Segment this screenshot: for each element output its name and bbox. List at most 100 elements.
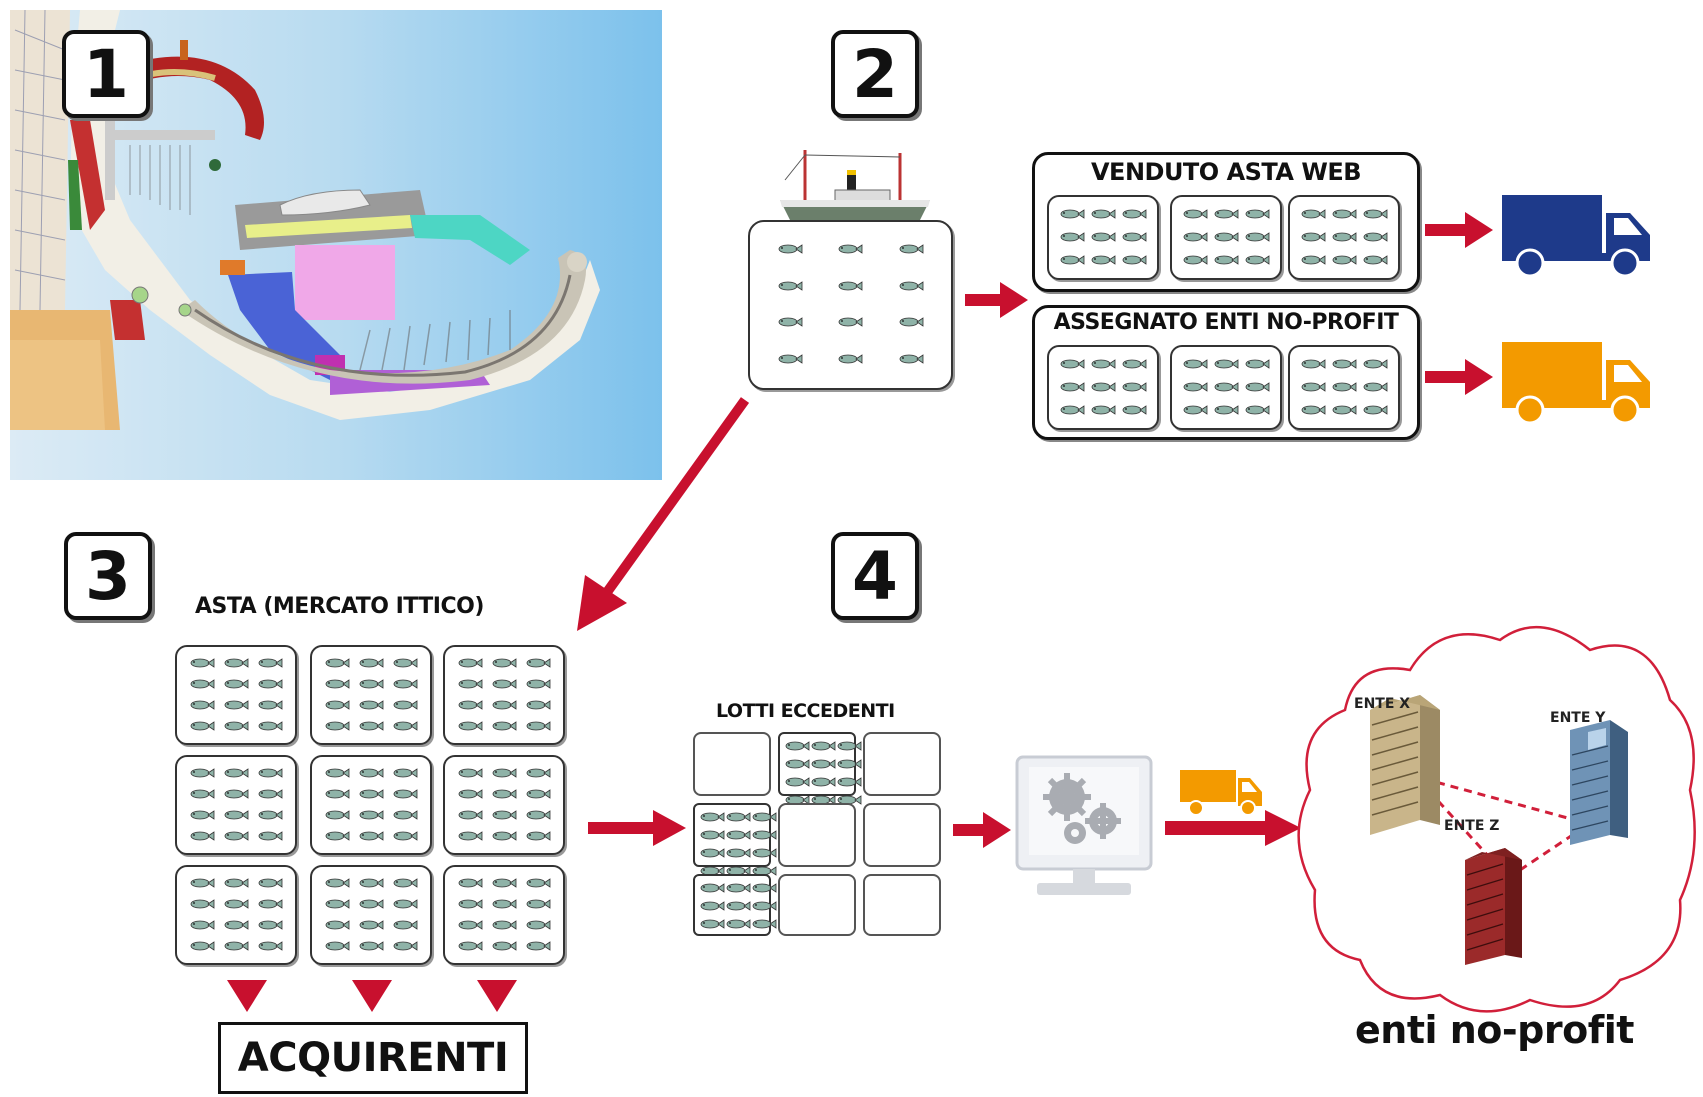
nonprofit-caption: enti no-profit xyxy=(1355,1008,1634,1052)
fish-icon xyxy=(1090,252,1116,270)
fish-icon xyxy=(777,314,803,332)
fish-icon xyxy=(257,655,283,673)
fish-icon xyxy=(457,875,483,893)
fish-icon xyxy=(189,676,215,694)
fish-icon xyxy=(898,241,924,259)
fish-icon xyxy=(491,718,517,736)
fish-icon xyxy=(836,756,862,774)
auction-lot-3 xyxy=(443,645,565,745)
fish-icon xyxy=(358,697,384,715)
buyers-label: ACQUIRENTI xyxy=(237,1035,509,1081)
fish-icon xyxy=(1362,252,1388,270)
blue-truck-icon xyxy=(1502,195,1650,278)
fish-icon xyxy=(1182,402,1208,420)
fish-icon xyxy=(810,738,836,756)
fish-icon xyxy=(1213,206,1239,224)
fish-icon xyxy=(699,827,725,845)
fish-icon xyxy=(777,278,803,296)
fish-icon xyxy=(1300,206,1326,224)
fish-icon xyxy=(358,718,384,736)
arrow-computer-to-network xyxy=(1165,810,1301,846)
fish-icon xyxy=(699,863,725,881)
fish-icon xyxy=(358,917,384,935)
fish-icon xyxy=(1059,252,1085,270)
fish-icon xyxy=(836,738,862,756)
fish-icon xyxy=(392,807,418,825)
auction-lot-7 xyxy=(175,865,297,965)
fish-icon xyxy=(699,809,725,827)
fish-icon xyxy=(751,827,777,845)
fish-icon xyxy=(810,774,836,792)
fish-icon xyxy=(1213,379,1239,397)
fish-icon xyxy=(358,765,384,783)
fish-icon xyxy=(491,875,517,893)
surplus-cell-5 xyxy=(778,803,856,867)
arrow-to-blue-truck xyxy=(1425,212,1493,248)
down-arrow-2 xyxy=(352,980,392,1012)
fish-icon xyxy=(1182,252,1208,270)
fish-icon xyxy=(457,807,483,825)
fish-icon xyxy=(1121,252,1147,270)
fish-icon xyxy=(324,765,350,783)
fish-icon xyxy=(1059,206,1085,224)
fish-icon xyxy=(324,655,350,673)
fish-icon xyxy=(324,786,350,804)
fish-icon xyxy=(457,697,483,715)
fish-icon xyxy=(751,898,777,916)
surplus-cell-8 xyxy=(778,874,856,936)
fish-icon xyxy=(189,828,215,846)
fish-icon xyxy=(189,697,215,715)
fish-icon xyxy=(392,896,418,914)
building-z-icon xyxy=(1465,848,1522,965)
fish-icon xyxy=(392,676,418,694)
fish-icon xyxy=(358,875,384,893)
fish-icon xyxy=(1059,229,1085,247)
fish-icon xyxy=(223,896,249,914)
fish-icon xyxy=(1244,252,1270,270)
fish-icon xyxy=(525,938,551,956)
fish-icon xyxy=(223,917,249,935)
fish-icon xyxy=(491,697,517,715)
fish-icon xyxy=(1182,356,1208,374)
nonprofit-panel-title: ASSEGNATO ENTI NO-PROFIT xyxy=(1053,310,1399,335)
fish-icon xyxy=(491,765,517,783)
fish-icon xyxy=(457,828,483,846)
fish-icon xyxy=(189,938,215,956)
fish-icon xyxy=(223,828,249,846)
fish-icon xyxy=(525,697,551,715)
arrow-catch-to-panels xyxy=(965,282,1028,318)
fish-icon xyxy=(257,875,283,893)
fish-icon xyxy=(491,676,517,694)
fish-icon xyxy=(457,938,483,956)
fish-icon xyxy=(392,828,418,846)
fish-icon xyxy=(223,697,249,715)
fish-icon xyxy=(784,792,810,810)
fish-icon xyxy=(189,875,215,893)
fish-icon xyxy=(392,697,418,715)
fish-icon xyxy=(189,896,215,914)
fish-icon xyxy=(725,898,751,916)
small-orange-truck-icon xyxy=(1180,770,1262,816)
buyers-box: ACQUIRENTI xyxy=(218,1022,528,1094)
step-badge-2: 2 xyxy=(831,30,919,118)
fish-icon xyxy=(525,786,551,804)
fish-icon xyxy=(189,655,215,673)
fish-icon xyxy=(837,351,863,369)
fish-icon xyxy=(525,676,551,694)
ente-x-label: ENTE X xyxy=(1354,696,1411,712)
fish-icon xyxy=(324,896,350,914)
fish-icon xyxy=(324,718,350,736)
step-badge-3: 3 xyxy=(64,532,152,620)
fish-icon xyxy=(725,827,751,845)
fish-icon xyxy=(1059,402,1085,420)
fish-icon xyxy=(898,278,924,296)
fish-icon xyxy=(457,765,483,783)
catch-lot xyxy=(748,220,953,390)
fish-icon xyxy=(1244,379,1270,397)
fish-icon xyxy=(189,807,215,825)
fish-icon xyxy=(1090,402,1116,420)
fish-icon xyxy=(257,896,283,914)
fish-icon xyxy=(223,875,249,893)
fish-icon xyxy=(257,765,283,783)
fish-icon xyxy=(836,774,862,792)
